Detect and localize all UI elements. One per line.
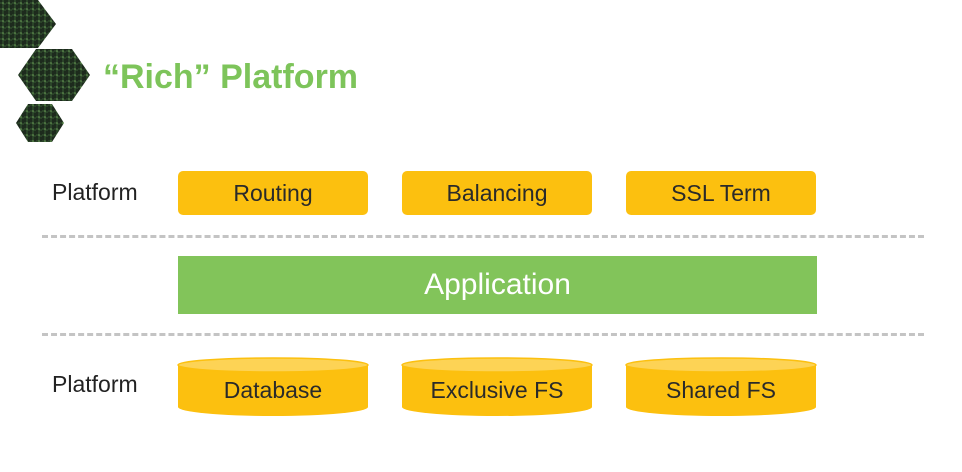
logo-hexagon-middle (18, 49, 90, 101)
exclusive-fs-cylinder: Exclusive FS (401, 357, 593, 417)
application-bar: Application (178, 256, 817, 314)
layer-divider-bottom (42, 333, 924, 336)
shared-fs-cylinder: Shared FS (625, 357, 817, 417)
routing-box: Routing (178, 171, 368, 215)
hexagon-logo-icon (0, 0, 90, 142)
ssl-term-box: SSL Term (626, 171, 816, 215)
top-layer-label: Platform (52, 179, 138, 205)
logo-hexagon-bottom (16, 104, 64, 142)
bottom-layer-label: Platform (52, 371, 138, 397)
logo-hexagon-top (0, 0, 56, 48)
cylinder-shape (625, 357, 817, 416)
balancing-box: Balancing (402, 171, 592, 215)
cylinder-shape (177, 357, 369, 416)
exclusive-fs-label: Exclusive FS (430, 377, 564, 403)
database-label: Database (223, 377, 323, 403)
database-cylinder: Database (177, 357, 369, 417)
page-title: “Rich” Platform (103, 58, 359, 96)
layer-divider-top (42, 235, 924, 238)
shared-fs-label: Shared FS (666, 377, 776, 403)
cylinder-shape (401, 357, 593, 416)
